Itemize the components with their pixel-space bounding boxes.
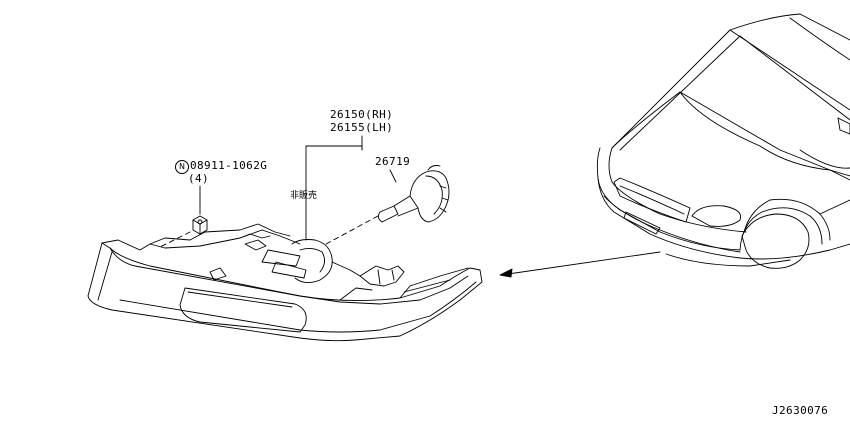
- nut-n-badge: N: [175, 160, 189, 174]
- nut-quantity-label: (4): [188, 172, 210, 185]
- headlamp-rh-label: 26150(RH): [330, 108, 394, 121]
- headlamp-assembly: [87, 223, 483, 342]
- nut-drawing: [192, 215, 208, 235]
- leader-lines: [199, 135, 397, 241]
- diagram-id-label: J2630076: [772, 404, 829, 417]
- location-arrow: [499, 251, 661, 278]
- nut-part-label: 08911-1062G: [190, 159, 268, 172]
- dashed-lines: [157, 215, 379, 249]
- not-sold-label: 非販売: [290, 191, 318, 201]
- headlamp-lh-label: 26155(LH): [330, 121, 394, 134]
- bulb-drawing: [377, 165, 450, 223]
- car-outline: [596, 13, 850, 269]
- bulb-part-label: 26719: [375, 155, 411, 168]
